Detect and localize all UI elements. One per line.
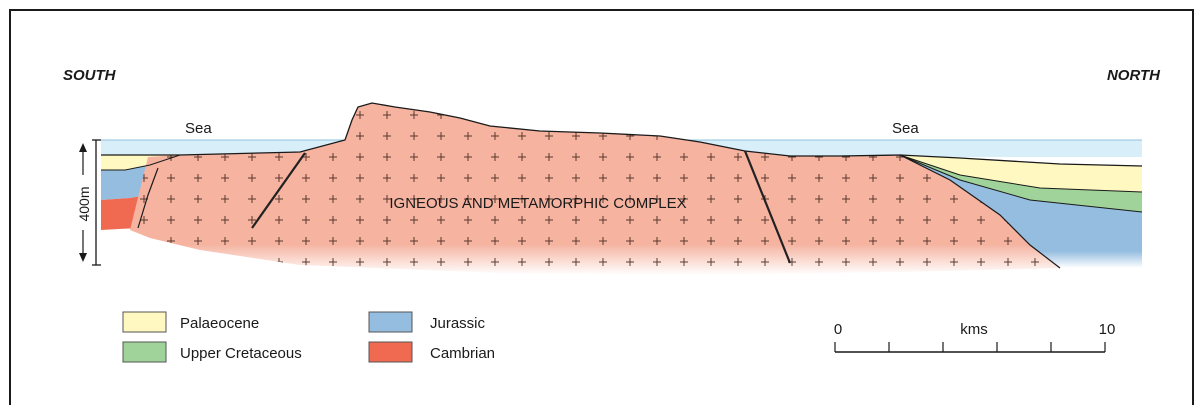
legend-swatch-cambrian <box>369 342 412 362</box>
north-label: NORTH <box>1107 67 1161 84</box>
scale-start-label: 0 <box>834 321 842 338</box>
horizontal-scale-bar <box>835 342 1105 352</box>
legend-label-palaeocene: Palaeocene <box>180 315 259 332</box>
legend-label-cambrian: Cambrian <box>430 345 495 362</box>
vertical-arrow-down-head <box>79 253 87 262</box>
scale-end-label: 10 <box>1099 321 1116 338</box>
legend-label-jurassic: Jurassic <box>430 315 486 332</box>
legend-label-upper-cretaceous: Upper Cretaceous <box>180 345 302 362</box>
complex-label: IGNEOUS AND METAMORPHIC COMPLEX <box>389 195 686 212</box>
legend-swatch-palaeocene <box>123 312 166 332</box>
vertical-arrow-up-head <box>79 143 87 152</box>
sea-label-right: Sea <box>892 120 919 137</box>
igneous-complex-pattern <box>100 100 1100 280</box>
legend-swatch-jurassic <box>369 312 412 332</box>
sea-label-left: Sea <box>185 120 212 137</box>
south-label: SOUTH <box>63 67 117 84</box>
vertical-scale-label: 400m <box>76 186 92 221</box>
legend-swatch-upper-cretaceous <box>123 342 166 362</box>
scale-unit-label: kms <box>960 321 988 338</box>
